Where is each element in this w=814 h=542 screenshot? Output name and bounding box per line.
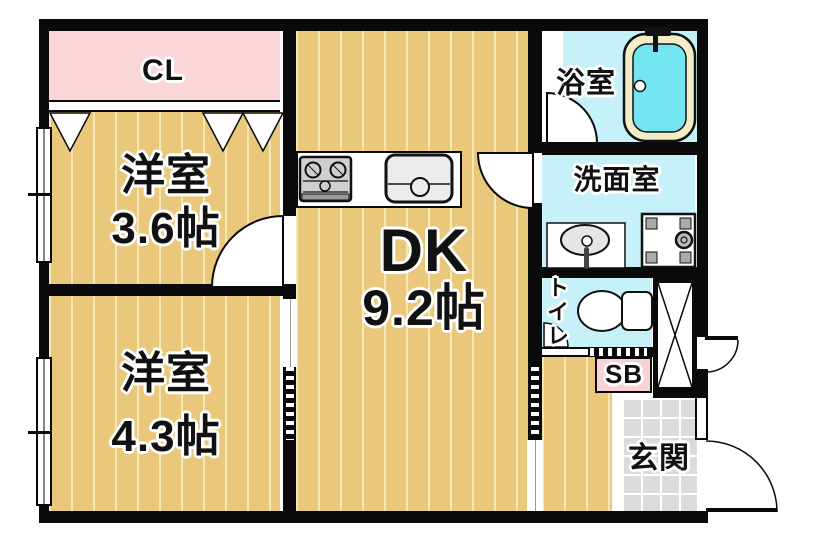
opening-dk-hall: [527, 440, 543, 511]
closet-front-strip: [49, 100, 280, 112]
dk-size-label: 9.2帖: [362, 280, 486, 336]
room-western-4_3-floor: [49, 296, 280, 511]
wall-bottom: [39, 511, 708, 523]
dk-name-label: DK: [379, 217, 469, 284]
wall-cl-dk: [283, 31, 296, 216]
shoe-box-label: SB: [604, 359, 644, 389]
entrance-floor: [622, 398, 697, 511]
wall-between-rooms: [39, 284, 296, 296]
wall-right-upper: [697, 19, 708, 337]
entrance-side-panel: [695, 391, 708, 440]
entrance-step: [612, 398, 622, 511]
toilet-label: トイレ: [544, 276, 569, 348]
wall-washroom-toilet: [528, 267, 708, 278]
pipe-space: [653, 278, 697, 392]
entrance-door: [705, 440, 778, 513]
wall-right-mid: [697, 369, 708, 391]
wall-top: [39, 19, 708, 31]
sliding-door-track-dk-hall: [531, 367, 539, 438]
door-opening-washroom-dk: [528, 153, 542, 203]
room43-name-label: 洋室: [121, 349, 211, 398]
room-dk-floor: [296, 31, 528, 511]
toilet-door-panel: [540, 347, 590, 357]
wall-entrance-north: [653, 390, 708, 398]
wall-bath-washroom: [542, 142, 708, 155]
closet-label: CL: [142, 54, 184, 87]
bathroom-label: 浴室: [555, 67, 617, 100]
room36-size-label: 3.6帖: [111, 204, 221, 253]
entrance-label: 玄関: [628, 442, 690, 475]
sliding-door-track-43: [286, 367, 294, 440]
closet-area: [49, 31, 280, 100]
sliding-door-opening-43: [282, 299, 297, 367]
kitchen-counter: [296, 151, 462, 208]
utility-door: [705, 336, 739, 373]
room43-size-label: 4.3帖: [111, 412, 221, 461]
washroom-label: 洗面室: [573, 164, 661, 195]
shoe-box: [595, 357, 652, 393]
wall-left: [39, 19, 49, 513]
toilet-door-track: [590, 348, 647, 356]
room36-name-label: 洋室: [121, 151, 211, 200]
